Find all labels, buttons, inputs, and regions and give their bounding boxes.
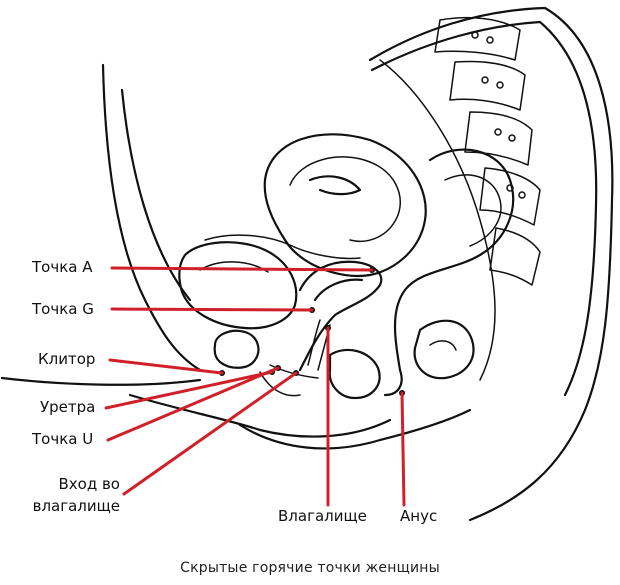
perineum (259, 348, 381, 400)
label-urethra: Уретра (40, 398, 96, 416)
body-outline (0, 6, 614, 522)
leader-clitoris (108, 358, 224, 375)
leader-point-g (110, 307, 314, 312)
label-point-u: Точка U (32, 430, 94, 448)
label-anus: Анус (400, 507, 438, 525)
label-vagina: Влагалище (278, 507, 367, 525)
leader-vaginal-entrance (122, 371, 298, 496)
label-point-g: Точка G (32, 300, 94, 318)
leader-lines (104, 266, 406, 507)
vaginal-canal (298, 260, 383, 372)
leader-point-u (106, 366, 280, 442)
leader-point-a (110, 266, 374, 272)
pubic-bone (213, 329, 260, 369)
label-clitoris: Клитор (38, 350, 96, 368)
spine-sacrum (379, 16, 541, 381)
diagram-caption: Скрытые горячие точки женщины (180, 560, 440, 576)
leader-urethra (104, 370, 274, 410)
label-vaginal-entrance-1: Вход во (58, 475, 120, 493)
bladder (178, 234, 361, 330)
uterus (263, 133, 427, 277)
rectum (383, 148, 515, 397)
label-point-a: Точка А (32, 258, 93, 276)
label-vaginal-entrance-2: влагалище (32, 497, 120, 515)
leader-anus (400, 391, 406, 507)
